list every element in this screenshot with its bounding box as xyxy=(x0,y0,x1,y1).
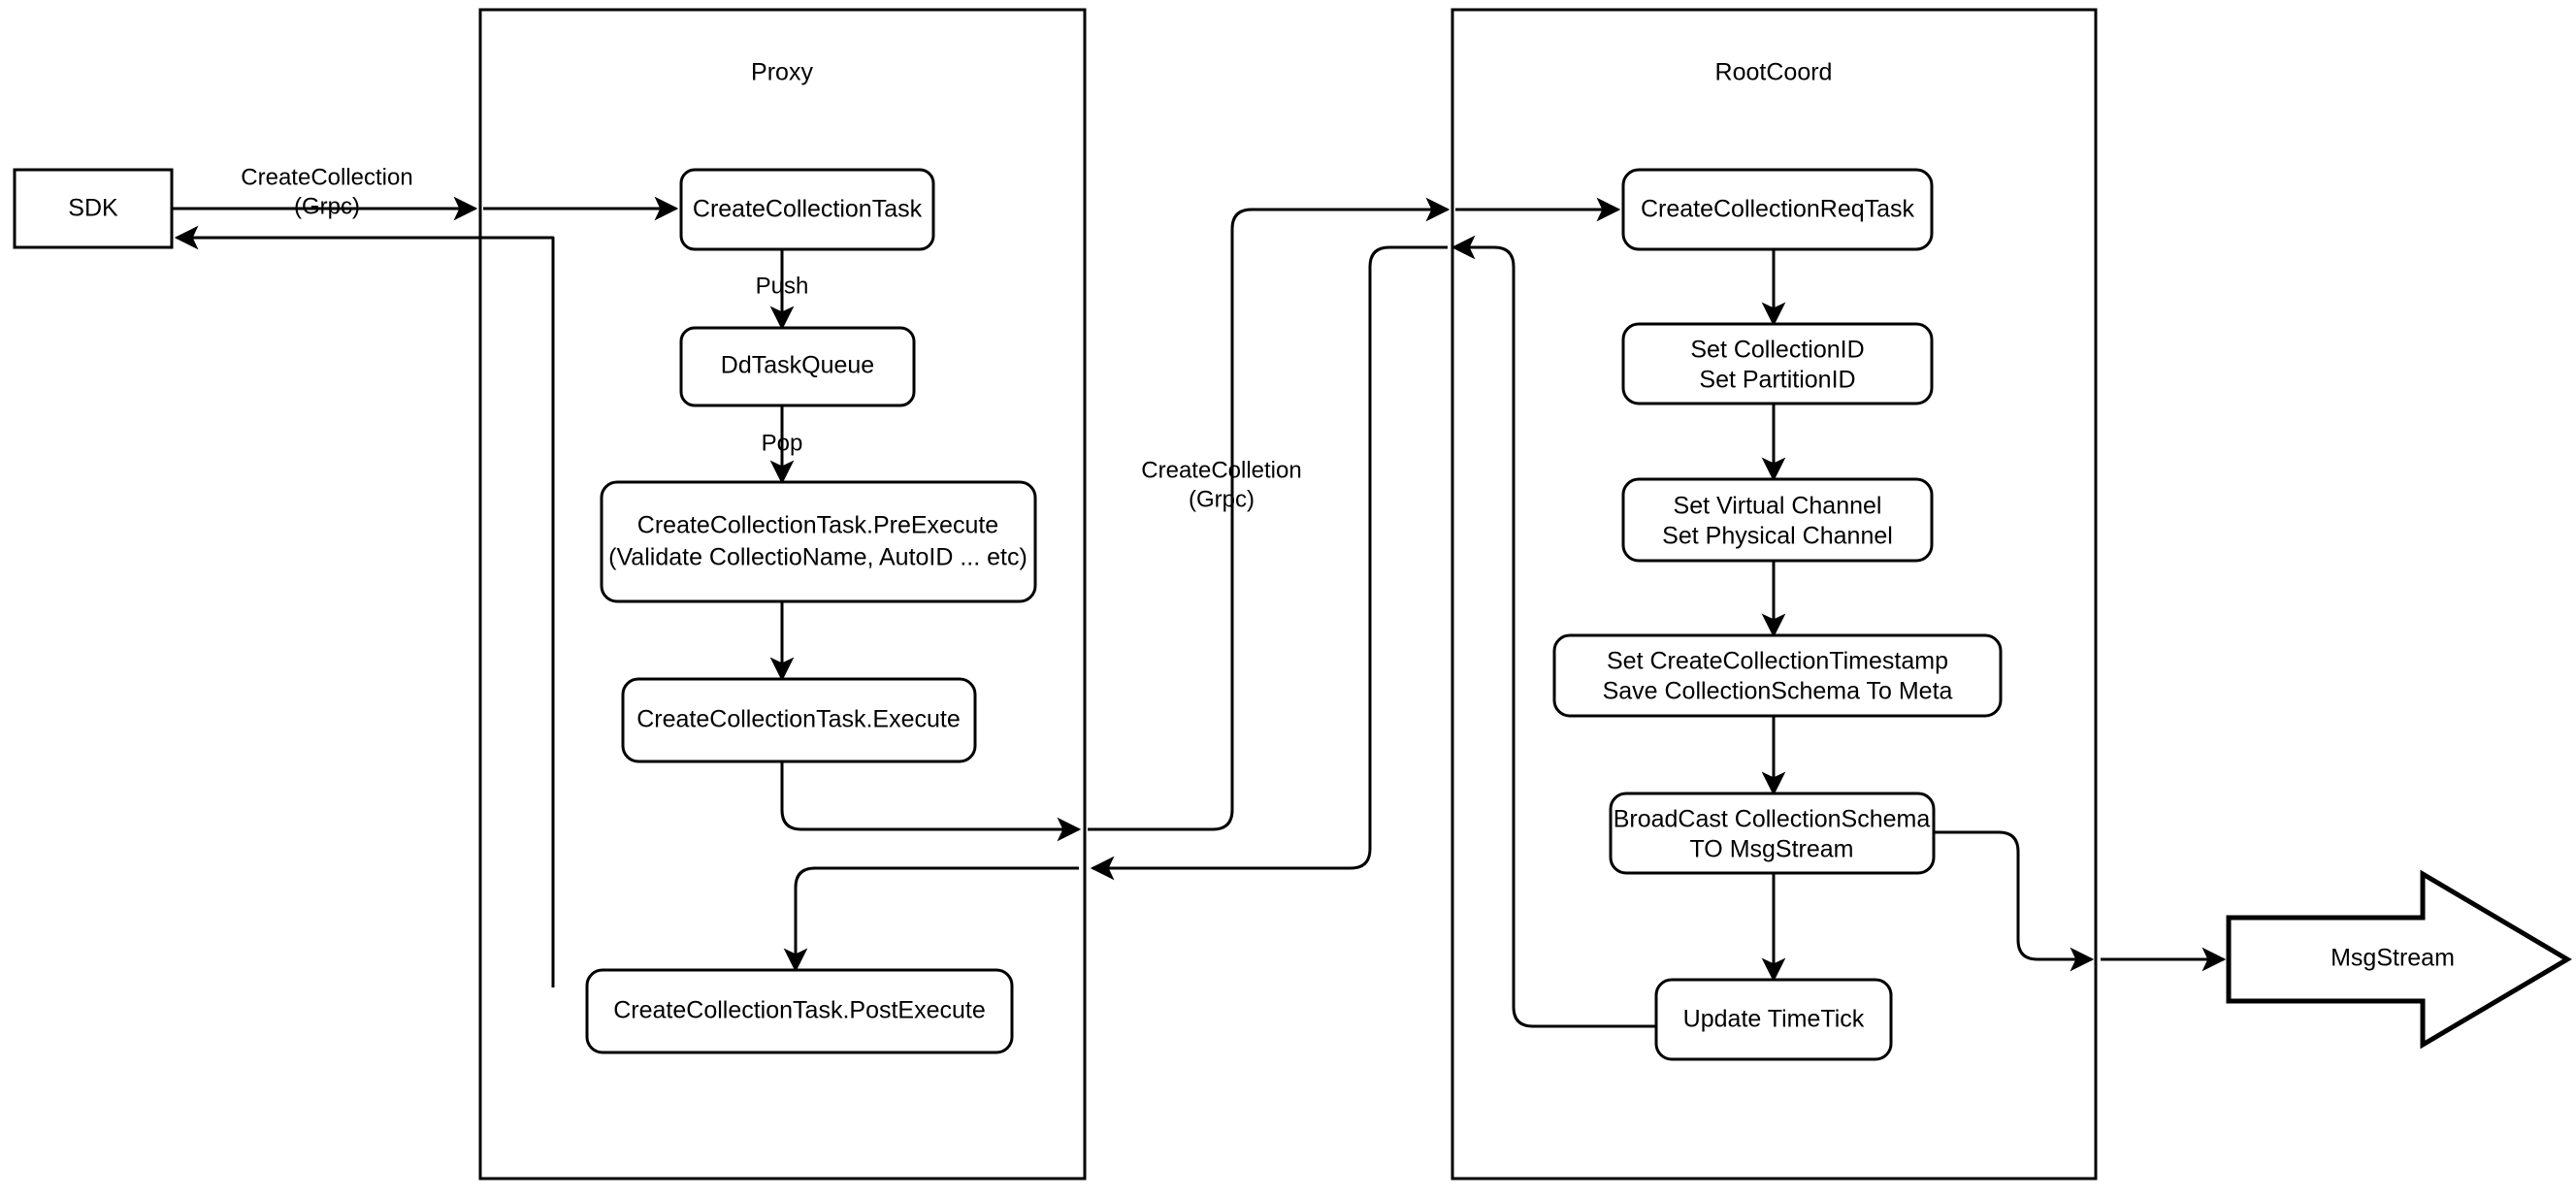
node-post-execute[interactable]: CreateCollectionTask.PostExecute xyxy=(585,968,1014,1054)
node-broadcast-line2: TO MsgStream xyxy=(1689,836,1853,863)
node-set-ids[interactable]: Set CollectionID Set PartitionID xyxy=(1621,322,1934,405)
node-create-collection-task-label: CreateCollectionTask xyxy=(693,196,923,223)
node-post-execute-label: CreateCollectionTask.PostExecute xyxy=(613,997,986,1024)
node-execute[interactable]: CreateCollectionTask.Execute xyxy=(621,677,977,763)
node-broadcast-line1: BroadCast CollectionSchema xyxy=(1614,806,1931,833)
edge-response-to-postexecute xyxy=(783,866,1079,973)
node-msgstream-label: MsgStream xyxy=(2331,945,2455,972)
node-create-collection-task[interactable]: CreateCollectionTask xyxy=(679,168,935,251)
node-set-channels[interactable]: Set Virtual Channel Set Physical Channel xyxy=(1621,477,1934,563)
edge-label-sdk-to-proxy-line1: CreateCollection xyxy=(241,164,412,190)
node-broadcast[interactable]: BroadCast CollectionSchema TO MsgStream xyxy=(1609,792,1936,875)
node-sdk[interactable]: SDK xyxy=(13,168,174,249)
node-sdk-label: SDK xyxy=(68,195,118,222)
node-set-timestamp-line1: Set CreateCollectionTimestamp xyxy=(1607,648,1948,675)
container-rootcoord-title: RootCoord xyxy=(1715,59,1833,86)
node-set-ids-line2: Set PartitionID xyxy=(1699,367,1855,394)
node-execute-label: CreateCollectionTask.Execute xyxy=(636,706,961,733)
edge-label-proxy-to-rootcoord-line1: CreateColletion xyxy=(1141,457,1301,483)
node-msgstream[interactable]: MsgStream xyxy=(2226,869,2572,1050)
node-set-ids-line1: Set CollectionID xyxy=(1690,337,1864,364)
node-set-channels-line2: Set Physical Channel xyxy=(1662,523,1893,550)
node-set-channels-line1: Set Virtual Channel xyxy=(1674,493,1882,520)
edge-label-sdk-to-proxy-line2: (Grpc) xyxy=(294,193,360,219)
node-dd-task-queue[interactable]: DdTaskQueue xyxy=(679,326,916,407)
container-proxy-title: Proxy xyxy=(751,59,813,86)
edge-rootcoord-to-proxy-response xyxy=(1090,245,1448,881)
node-dd-task-queue-label: DdTaskQueue xyxy=(721,352,874,379)
edge-broadcast-to-msgstream-in-rootcoord xyxy=(1931,830,2095,972)
node-pre-execute-line1: CreateCollectionTask.PreExecute xyxy=(637,512,998,539)
node-pre-execute-line2: (Validate CollectioName, AutoID ... etc) xyxy=(608,544,1027,571)
node-update-timetick-label: Update TimeTick xyxy=(1683,1006,1865,1033)
edge-proxy-to-rootcoord-grpc xyxy=(1088,197,1451,831)
node-create-collection-req-task[interactable]: CreateCollectionReqTask xyxy=(1621,168,1934,251)
edge-timetick-to-response-rail xyxy=(1451,235,1661,1028)
node-pre-execute[interactable]: CreateCollectionTask.PreExecute (Validat… xyxy=(600,480,1037,603)
edge-label-push: Push xyxy=(756,273,809,299)
edge-execute-to-rootcoord-request xyxy=(780,761,1082,842)
node-update-timetick[interactable]: Update TimeTick xyxy=(1654,978,1893,1061)
node-set-timestamp-line2: Save CollectionSchema To Meta xyxy=(1603,678,1953,705)
node-set-timestamp-save-meta[interactable]: Set CreateCollectionTimestamp Save Colle… xyxy=(1552,633,2003,718)
edge-label-proxy-to-rootcoord-line2: (Grpc) xyxy=(1189,486,1255,512)
edge-postexecute-to-sdk xyxy=(174,225,555,987)
edge-label-pop: Pop xyxy=(762,430,803,456)
node-create-collection-req-task-label: CreateCollectionReqTask xyxy=(1641,196,1915,223)
